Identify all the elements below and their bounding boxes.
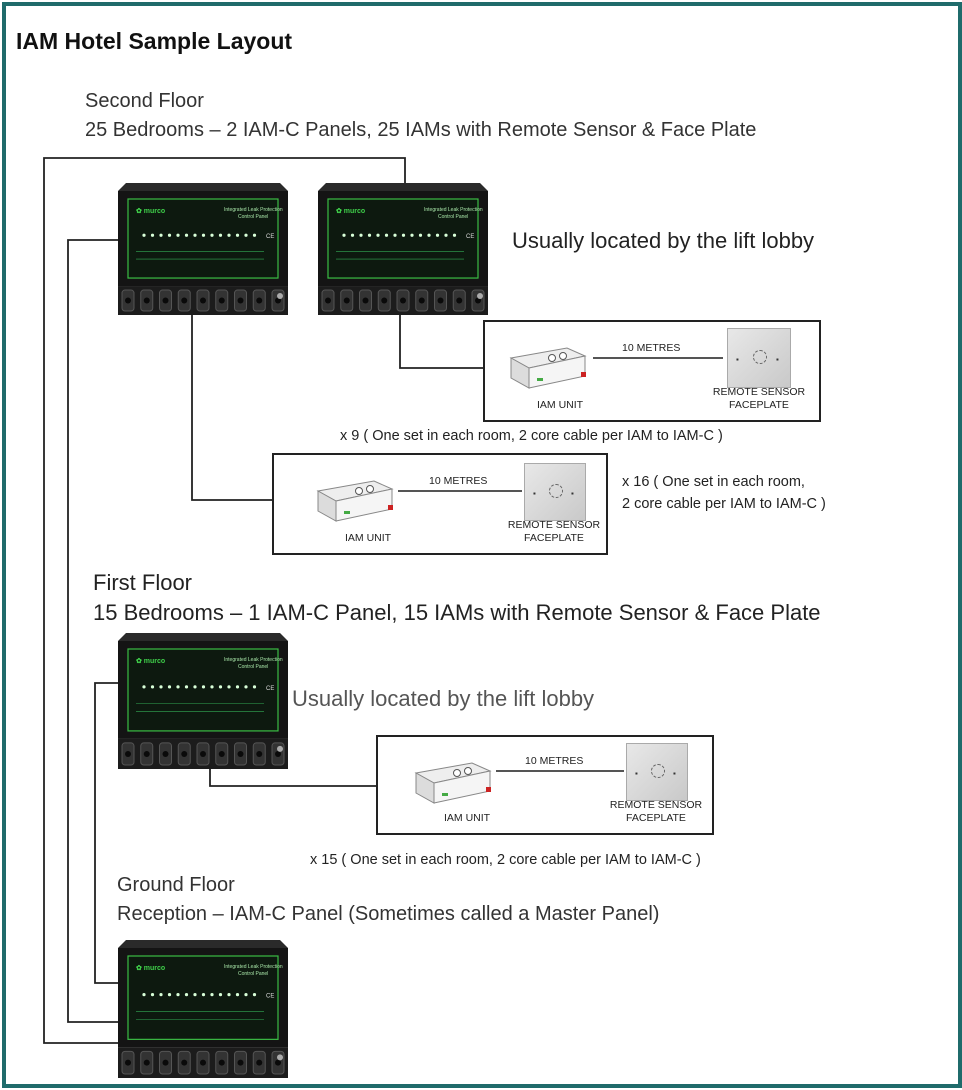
svg-text:CE: CE [266, 234, 274, 240]
svg-text:✿ murco: ✿ murco [136, 657, 165, 665]
second-floor-set-b-note-line1: x 16 ( One set in each room, [622, 474, 805, 490]
second-floor-set-a-note: x 9 ( One set in each room, 2 core cable… [340, 428, 723, 444]
svg-text:Control Panel: Control Panel [438, 214, 468, 220]
distance-label: 10 METRES [525, 755, 584, 767]
svg-text:Control Panel: Control Panel [238, 214, 268, 220]
wire-first-floor-to-set [209, 768, 380, 787]
iam-unit-image [314, 477, 396, 528]
iam-unit-image [507, 344, 589, 395]
ground-floor-heading: Ground Floor [117, 874, 235, 896]
svg-text:Integrated Leak Protection: Integrated Leak Protection [424, 207, 483, 213]
svg-text:Integrated Leak Protection: Integrated Leak Protection [224, 964, 283, 970]
panel-illustration: ✿ murco Integrated Leak ProtectionControl… [318, 183, 488, 315]
sensor-label-line1: REMOTE SENSOR [712, 386, 806, 398]
svg-text:✿ murco: ✿ murco [136, 964, 165, 972]
diagram-title: IAM Hotel Sample Layout [16, 28, 293, 54]
svg-text:CE: CE [266, 686, 274, 692]
sensor-label-line2: FACEPLATE [729, 399, 789, 411]
connection-line [398, 490, 522, 492]
wire-first-floor-to-ground [94, 682, 128, 984]
wire-panel-right-to-set-a [399, 314, 488, 369]
room-set-box-a: IAM UNIT 10 METRES ▪▪ REMOTE SENSOR FACE… [483, 320, 821, 422]
svg-text:CE: CE [266, 994, 274, 1000]
panel-illustration: ✿ murco Integrated Leak ProtectionControl… [118, 940, 288, 1078]
iam-unit-label: IAM UNIT [444, 812, 491, 824]
second-floor-description: 25 Bedrooms – 2 IAM-C Panels, 25 IAMs wi… [85, 119, 757, 141]
room-set-box-b: IAM UNIT 10 METRES ▪▪ REMOTE SENSOR FACE… [272, 453, 608, 555]
first-floor-set-note: x 15 ( One set in each room, 2 core cabl… [310, 852, 701, 868]
remote-sensor-faceplate-image: ▪▪ [626, 743, 688, 801]
svg-text:CE: CE [466, 234, 474, 240]
sensor-label-line2: FACEPLATE [626, 812, 686, 824]
svg-text:Integrated Leak Protection: Integrated Leak Protection [224, 207, 283, 213]
panel-illustration: ✿ murco Integrated Leak ProtectionControl… [118, 633, 288, 769]
distance-label: 10 METRES [622, 342, 681, 354]
sensor-label-line2: FACEPLATE [524, 532, 584, 544]
connection-line [496, 770, 624, 772]
remote-sensor-faceplate-image: ▪▪ [727, 328, 791, 388]
sensor-label-line1: REMOTE SENSOR [609, 799, 703, 811]
second-floor-set-b-note-line2: 2 core cable per IAM to IAM-C ) [622, 496, 826, 512]
iam-unit-label: IAM UNIT [345, 532, 392, 544]
distance-label: 10 METRES [429, 475, 488, 487]
sensor-label-line1: REMOTE SENSOR [507, 519, 601, 531]
svg-text:✿ murco: ✿ murco [336, 207, 365, 215]
wire-panel-left-to-set-b [191, 314, 275, 501]
second-floor-heading: Second Floor [85, 90, 204, 112]
svg-text:Control Panel: Control Panel [238, 664, 268, 670]
svg-text:✿ murco: ✿ murco [136, 207, 165, 215]
iam-unit-image [412, 759, 494, 810]
first-floor-heading: First Floor [93, 570, 192, 595]
wire-second-floor-left-to-ground [67, 239, 128, 1023]
room-set-box-c: IAM UNIT 10 METRES ▪▪ REMOTE SENSOR FACE… [376, 735, 714, 835]
svg-text:Integrated Leak Protection: Integrated Leak Protection [224, 657, 283, 663]
iam-unit-label: IAM UNIT [537, 399, 584, 411]
second-floor-panel-location: Usually located by the lift lobby [512, 228, 815, 253]
svg-text:Control Panel: Control Panel [238, 971, 268, 977]
first-floor-panel-location: Usually located by the lift lobby [292, 686, 595, 711]
wire-second-floor-right-to-ground [43, 157, 406, 1044]
ground-floor-description: Reception – IAM-C Panel (Sometimes calle… [117, 903, 660, 925]
remote-sensor-faceplate-image: ▪▪ [524, 463, 586, 521]
panel-illustration: ✿ murco Integrated Leak ProtectionControl… [118, 183, 288, 315]
first-floor-description: 15 Bedrooms – 1 IAM-C Panel, 15 IAMs wit… [93, 600, 821, 625]
connection-line [593, 357, 723, 359]
